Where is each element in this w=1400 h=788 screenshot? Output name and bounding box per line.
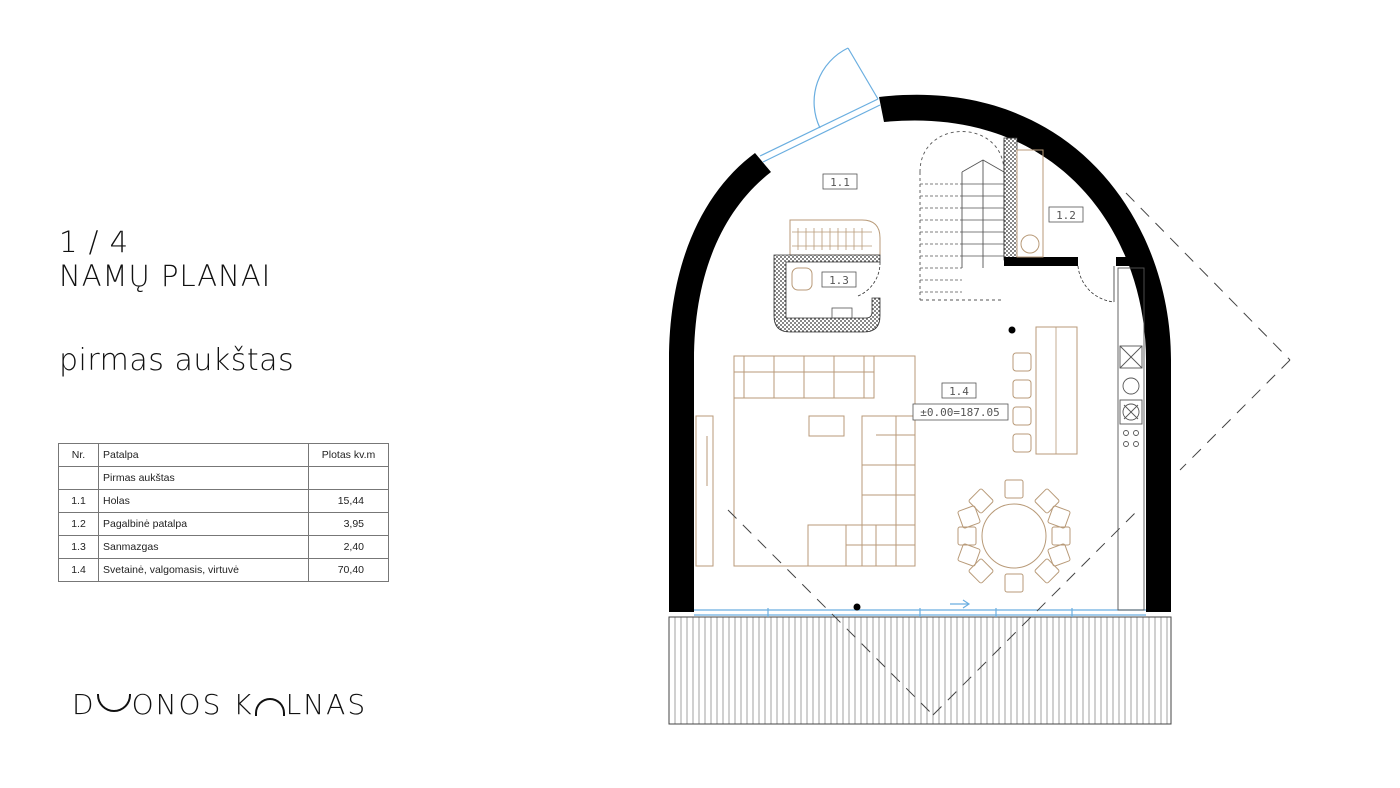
dining-table xyxy=(981,503,1047,569)
entrance-door xyxy=(759,47,881,163)
front-glazing xyxy=(694,599,1146,617)
brand-logo: D ONOS K LNAS xyxy=(72,688,367,721)
room-nr: 1.1 xyxy=(58,489,99,513)
bathroom-door-swing xyxy=(857,261,881,297)
utility-door-swing xyxy=(1077,265,1115,303)
room-label-text: 1.2 xyxy=(1056,209,1076,222)
tv-console xyxy=(695,415,714,567)
outer-wall-left xyxy=(669,153,771,612)
elevation-label: ±0.00=187.05 xyxy=(912,403,1009,421)
column-point xyxy=(1008,326,1016,334)
table-row: 1.1 Holas 15,44 xyxy=(58,489,389,513)
table-cell xyxy=(58,466,99,490)
floor-subtitle: pirmas aukštas xyxy=(59,343,295,378)
page-number: 1 / 4 xyxy=(59,225,130,259)
stair-treads xyxy=(920,183,962,293)
room-label-text: 1.1 xyxy=(830,176,850,189)
staircase xyxy=(919,131,1005,301)
table-row: 1.2 Pagalbinė patalpa 3,95 xyxy=(58,512,389,536)
utility-cabinet xyxy=(1016,149,1044,258)
terrace-deck xyxy=(668,616,1172,725)
dining-chairs xyxy=(957,479,1071,593)
toilet xyxy=(791,267,813,291)
page-title: NAMŲ PLANAI xyxy=(59,259,272,293)
logo-arc-icon xyxy=(254,698,285,716)
title-block: 1 / 4 NAMŲ PLANAI xyxy=(59,226,271,294)
bathroom-pod xyxy=(789,219,881,256)
room-name: Holas xyxy=(98,489,309,513)
room-label-1-4: 1.4 xyxy=(941,382,977,399)
room-label-text: 1.4 xyxy=(949,385,969,398)
room-area: 15,44 xyxy=(308,489,389,513)
bar-stools xyxy=(1012,352,1032,453)
stone-wall xyxy=(1003,137,1018,261)
shower-grid xyxy=(792,228,872,250)
room-area-table: Nr. Patalpa Plotas kv.m Pirmas aukštas 1… xyxy=(58,443,389,582)
room-name: Pagalbinė patalpa xyxy=(98,512,309,536)
partition-wall xyxy=(1004,257,1078,266)
room-label-1-1: 1.1 xyxy=(822,173,858,190)
bathroom-wall xyxy=(773,254,881,333)
logo-text-d: D xyxy=(72,688,96,721)
room-area: 70,40 xyxy=(308,558,389,582)
coffee-table xyxy=(808,415,845,437)
sofa xyxy=(733,355,916,567)
table-section-row: Pirmas aukštas xyxy=(58,466,389,490)
room-nr: 1.3 xyxy=(58,535,99,559)
table-cell xyxy=(308,466,389,490)
room-label-1-3: 1.3 xyxy=(821,271,857,288)
logo-text-onos-k: ONOS K xyxy=(131,688,254,721)
kitchen-counter xyxy=(1117,267,1145,611)
column-point xyxy=(853,603,861,611)
column-header-room: Patalpa xyxy=(98,443,309,467)
room-label-1-2: 1.2 xyxy=(1048,206,1084,223)
table-row: 1.4 Svetainė, valgomasis, virtuvė 70,40 xyxy=(58,558,389,582)
kitchen-island xyxy=(1035,326,1078,455)
sink xyxy=(831,307,853,319)
stair-treads-upper xyxy=(962,183,1004,257)
site-guide-lines xyxy=(727,192,1291,716)
elevation-text: ±0.00=187.05 xyxy=(920,406,999,419)
room-name: Svetainė, valgomasis, virtuvė xyxy=(98,558,309,582)
partition-wall xyxy=(1116,257,1130,266)
boiler-icon xyxy=(1020,234,1040,254)
room-label-text: 1.3 xyxy=(829,274,849,287)
logo-text-lnas: LNAS xyxy=(285,688,368,721)
table-row: 1.3 Sanmazgas 2,40 xyxy=(58,535,389,559)
table-header-row: Nr. Patalpa Plotas kv.m xyxy=(58,443,389,467)
column-header-nr: Nr. xyxy=(58,443,99,467)
